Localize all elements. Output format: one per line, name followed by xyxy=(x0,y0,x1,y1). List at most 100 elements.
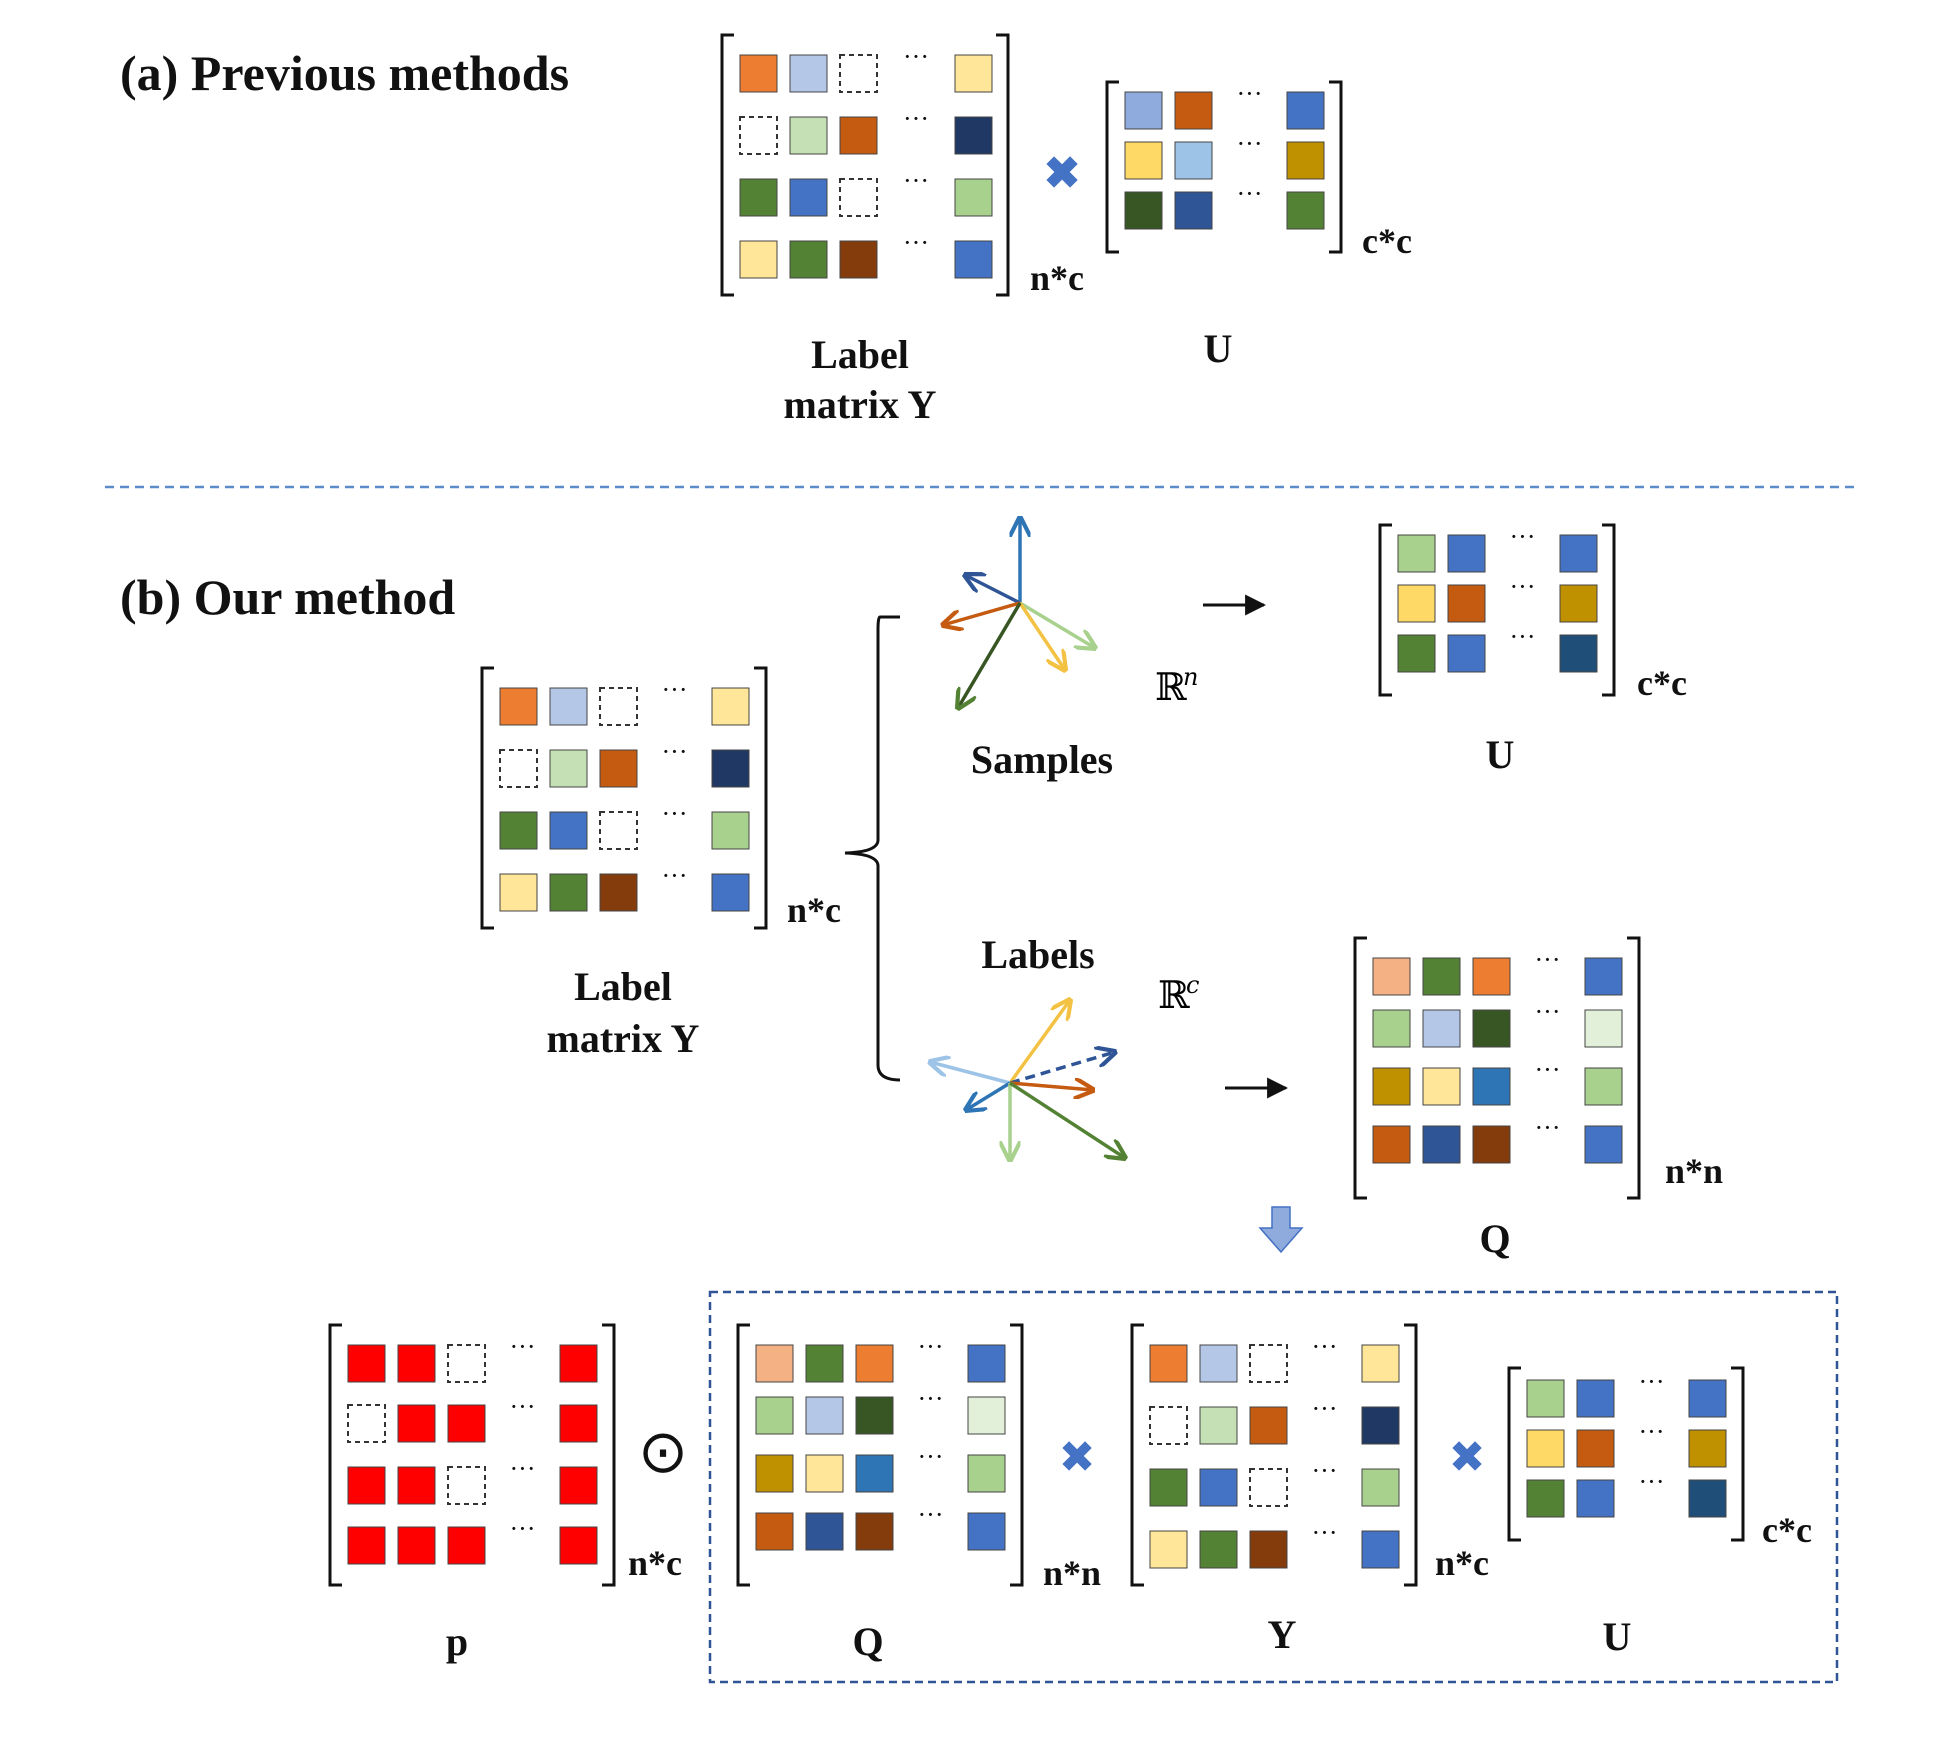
matrix-a-u-cell xyxy=(1124,91,1163,130)
down-arrow-icon xyxy=(1258,1206,1304,1254)
matrix-formula-y-dim: n*c xyxy=(1435,1543,1489,1583)
matrix-a-u: ········· xyxy=(1105,79,1343,254)
matrix-formula-u-caption: U xyxy=(1603,1614,1632,1659)
matrix-formula-y-cell xyxy=(1249,1530,1288,1569)
matrix-b-label-y-ellipsis: ··· xyxy=(662,675,688,704)
matrix-a-label-y-ellipsis: ··· xyxy=(903,104,929,133)
matrix-p-cell xyxy=(347,1344,386,1383)
matrix-a-u-dim: c*c xyxy=(1362,221,1412,261)
matrix-p-cell xyxy=(447,1466,486,1505)
matrix-b-label-y-right-bracket xyxy=(754,666,768,930)
matrix-b-q-ellipsis: ··· xyxy=(1535,1113,1561,1142)
matrix-b-label-y-cell xyxy=(599,873,638,912)
matrix-formula-y-right-bracket xyxy=(1404,1323,1418,1587)
matrix-p-cell xyxy=(559,1466,598,1505)
matrix-formula-u-ellipsis: ··· xyxy=(1639,1417,1665,1446)
matrix-b-label-y-cell xyxy=(549,873,588,912)
matrix-p-cell xyxy=(559,1344,598,1383)
matrix-b-q-ellipsis: ··· xyxy=(1535,1055,1561,1084)
matrix-formula-u-right-bracket xyxy=(1731,1366,1745,1542)
matrix-formula-y-ellipsis: ··· xyxy=(1312,1394,1338,1423)
matrix-a-u-ellipsis: ··· xyxy=(1237,79,1263,108)
matrix-formula-q-cell xyxy=(805,1344,844,1383)
matrix-a-label-y-cell xyxy=(739,178,778,217)
matrix-b-q-cell xyxy=(1472,1067,1511,1106)
matrix-formula-q-cell xyxy=(967,1454,1006,1493)
matrix-a-label-y: ··· ··· ··· ··· xyxy=(720,33,1010,297)
matrix-b-q-right-bracket xyxy=(1627,936,1641,1200)
matrix-a-u-cell xyxy=(1174,91,1213,130)
matrix-formula-u-cell xyxy=(1526,1379,1565,1418)
matrix-formula-y-cell xyxy=(1361,1530,1400,1569)
matrix-b-u-cell xyxy=(1559,634,1598,673)
matrix-a-label-y-ellipsis: ··· xyxy=(903,228,929,257)
matrix-a-u-cell xyxy=(1124,191,1163,230)
matrix-formula-q-ellipsis: ··· xyxy=(918,1500,944,1529)
matrix-formula-y-ellipsis: ··· xyxy=(1312,1518,1338,1547)
matrix-formula-q-cell xyxy=(755,1344,794,1383)
matrix-formula-u-ellipsis: ··· xyxy=(1639,1367,1665,1396)
matrix-b-q-cell xyxy=(1584,1009,1623,1048)
matrix-b-q-cell xyxy=(1584,957,1623,996)
matrix-b-u-cell xyxy=(1397,534,1436,573)
matrix-formula-q-ellipsis: ··· xyxy=(918,1384,944,1413)
matrix-a-u-cell xyxy=(1286,191,1325,230)
matrix-a-u-left-bracket xyxy=(1105,80,1119,254)
matrix-b-q-cell xyxy=(1472,957,1511,996)
matrix-formula-y-left-bracket xyxy=(1130,1323,1144,1587)
matrix-b-q-dim: n*n xyxy=(1665,1151,1723,1191)
matrix-formula-y-cell xyxy=(1149,1468,1188,1507)
matrix-a-label-y-cell xyxy=(954,240,993,279)
matrix-p-cell xyxy=(347,1404,386,1443)
matrix-formula-y: ············ xyxy=(1130,1323,1418,1587)
matrix-a-u-ellipsis: ··· xyxy=(1237,179,1263,208)
labels-space: ℝ xyxy=(1158,973,1190,1017)
matrix-b-label-y-cell xyxy=(599,687,638,726)
matrix-formula-u-cell xyxy=(1526,1479,1565,1518)
matrix-b-q-caption: Q xyxy=(1479,1216,1510,1261)
matrix-b-label-y-cell xyxy=(549,749,588,788)
matrix-b-label-y-cell xyxy=(499,873,538,912)
matrix-formula-y-cell xyxy=(1199,1530,1238,1569)
matrix-a-u-caption: U xyxy=(1204,326,1233,371)
section-b-heading: (b) Our method xyxy=(120,569,455,625)
matrix-b-label-y-ellipsis: ··· xyxy=(662,861,688,890)
matrix-b-u-left-bracket xyxy=(1378,523,1392,697)
matrix-b-u-cell xyxy=(1397,584,1436,623)
matrix-formula-q-cell xyxy=(855,1454,894,1493)
matrix-b-u-cell xyxy=(1447,634,1486,673)
matrix-formula-u-left-bracket xyxy=(1507,1366,1521,1542)
matrix-formula-u-cell xyxy=(1688,1429,1727,1468)
matrix-formula-q-cell xyxy=(967,1396,1006,1435)
matrix-a-label-y-cell xyxy=(954,54,993,93)
matrix-b-label-y-caption-1: Label xyxy=(574,964,672,1009)
matrix-p: ············ xyxy=(328,1323,616,1587)
matrix-formula-u-cell xyxy=(1688,1479,1727,1518)
matrix-a-label-y-cell xyxy=(954,116,993,155)
matrix-b-q-ellipsis: ··· xyxy=(1535,997,1561,1026)
matrix-p-left-bracket xyxy=(328,1323,342,1587)
matrix-a-label-y-caption-1: Label xyxy=(811,332,909,377)
split-brace xyxy=(844,615,901,1082)
matrix-formula-y-ellipsis: ··· xyxy=(1312,1456,1338,1485)
matrix-b-u-right-bracket xyxy=(1602,523,1616,697)
matrix-b-label-y-cell xyxy=(711,687,750,726)
matrix-a-u-cell xyxy=(1124,141,1163,180)
matrix-p-ellipsis: ··· xyxy=(510,1332,536,1361)
matrix-b-q-cell xyxy=(1422,1125,1461,1164)
matrix-p-cell xyxy=(347,1466,386,1505)
samples-space: ℝ xyxy=(1155,665,1187,709)
matrix-b-q-cell xyxy=(1372,1125,1411,1164)
matrix-p-cell xyxy=(397,1466,436,1505)
matrix-formula-y-cell xyxy=(1249,1468,1288,1507)
matrix-b-label-y-ellipsis: ··· xyxy=(662,737,688,766)
matrix-b-q-cell xyxy=(1472,1009,1511,1048)
matrix-formula-q-cell xyxy=(855,1512,894,1551)
matrix-formula-q-ellipsis: ··· xyxy=(918,1442,944,1471)
hadamard-product-icon: ⊙ xyxy=(638,1417,688,1487)
matrix-a-label-y-cell xyxy=(839,116,878,155)
matrix-a-label-y-ellipsis: ··· xyxy=(903,42,929,71)
matrix-a-label-y-ellipsis: ··· xyxy=(903,166,929,195)
matrix-b-q-cell xyxy=(1584,1067,1623,1106)
